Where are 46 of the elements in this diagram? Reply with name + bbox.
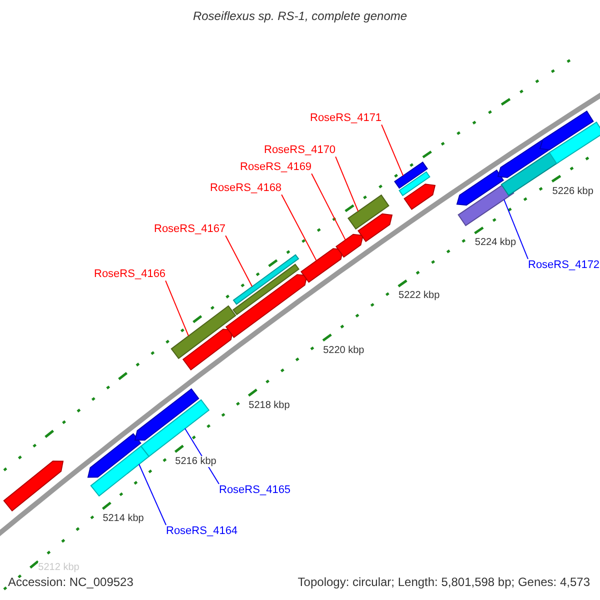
- gene-label: RoseRS_4166: [94, 268, 166, 281]
- gene-block: [404, 184, 436, 210]
- gene-block: [348, 194, 390, 230]
- gene-label: RoseRS_4164: [166, 525, 238, 538]
- gene-block: [225, 274, 308, 338]
- scale-label: 5226 kbp: [552, 186, 594, 198]
- gene-block: [232, 264, 300, 316]
- gene-block: [134, 388, 200, 441]
- leader-line: [504, 199, 528, 260]
- gene-label: RoseRS_4170: [264, 144, 336, 157]
- scale-label: 5216 kbp: [175, 456, 216, 468]
- scale-label: 5214 kbp: [102, 512, 144, 524]
- gene-block: [394, 162, 428, 189]
- gene-block: [3, 460, 64, 512]
- gene-block: [336, 234, 364, 258]
- gene-block: [182, 328, 234, 370]
- gene-block: [140, 399, 210, 458]
- gene-label: RoseRS_4169: [240, 161, 312, 174]
- gene-block: [300, 248, 344, 283]
- leader-line: [281, 194, 317, 262]
- gene-block: [398, 171, 430, 196]
- gene-block: [87, 433, 142, 478]
- scale-label: 5218 kbp: [248, 400, 290, 412]
- genome-info-text: Topology: circular; Length: 5,801,598 bp; Genes: 4,573: [298, 576, 590, 590]
- scale-label: 5222 kbp: [398, 290, 440, 302]
- gene-block: [539, 110, 594, 150]
- leader-line: [311, 173, 346, 240]
- gene-block: [170, 305, 236, 360]
- leader-line: [165, 280, 189, 336]
- gene-label: RoseRS_4168: [210, 182, 282, 195]
- gene-block: [90, 446, 150, 497]
- scale-label: 5220 kbp: [323, 344, 364, 356]
- gene-block: [497, 140, 549, 178]
- gene-label: RoseRS_4165: [219, 484, 291, 497]
- accession-text: Accession: NC_009523: [8, 576, 134, 590]
- title: Roseiflexus sp. RS-1, complete genome: [192, 10, 408, 24]
- gene-block: [548, 122, 600, 164]
- gene-block: [232, 254, 300, 305]
- gene-block: [358, 213, 393, 242]
- gene-label: RoseRS_4167: [154, 223, 226, 236]
- gene-label: RoseRS_4171: [310, 112, 382, 125]
- scale-label: 5224 kbp: [474, 237, 516, 249]
- gene-block: [456, 170, 504, 206]
- leader-line: [335, 156, 359, 212]
- gene-label: RoseRS_4172: [528, 259, 600, 272]
- leader-line: [138, 464, 166, 526]
